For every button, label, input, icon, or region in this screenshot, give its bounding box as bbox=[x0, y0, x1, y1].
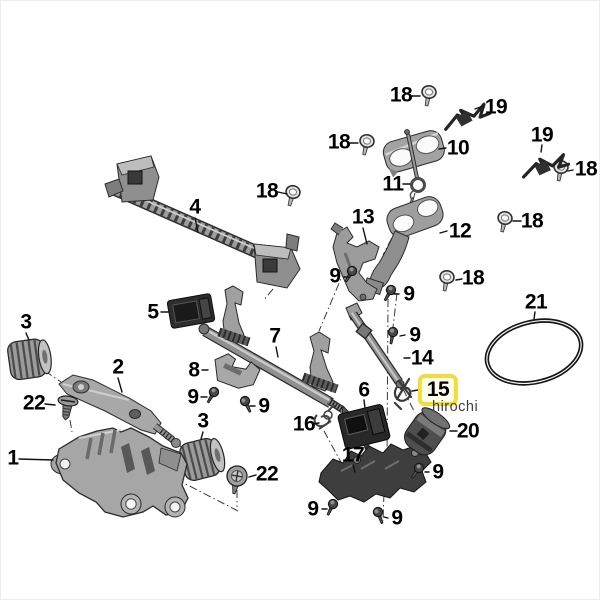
part-14-tube bbox=[345, 302, 405, 389]
part-6-connector bbox=[337, 404, 391, 455]
part-1-bracket bbox=[50, 427, 189, 518]
part-8-clamp bbox=[214, 353, 261, 389]
part-4-cable-rail bbox=[104, 155, 301, 289]
part-15-retaining-clip bbox=[393, 377, 413, 411]
leader-lines bbox=[18, 95, 574, 519]
part-5-connector bbox=[166, 293, 216, 329]
part-13-bracket bbox=[330, 222, 380, 302]
watermark-text: hirochi bbox=[432, 399, 479, 415]
part-2-lever bbox=[58, 374, 181, 448]
part-21-o-ring bbox=[484, 318, 584, 386]
part-22-screw-right bbox=[226, 465, 248, 495]
part-3-grommet-mid bbox=[176, 434, 230, 484]
part-22-screw-left bbox=[57, 395, 79, 421]
part-16-wire-clip bbox=[313, 404, 335, 430]
part-10-plate bbox=[382, 130, 445, 178]
part-20-cap bbox=[403, 407, 451, 456]
part-18-grommets bbox=[281, 83, 570, 293]
part-3-grommet-top bbox=[5, 336, 55, 382]
part-7-shaft bbox=[198, 285, 351, 416]
part-19-clips bbox=[441, 101, 571, 179]
part-11-pin bbox=[404, 129, 426, 212]
part-12-bracket bbox=[362, 196, 444, 296]
